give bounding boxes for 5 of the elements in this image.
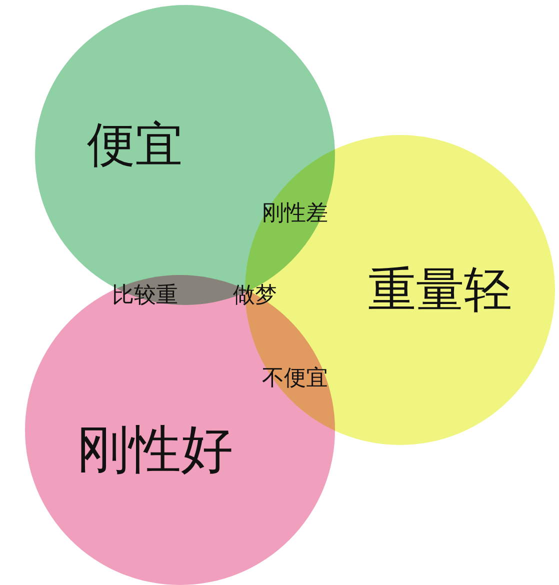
- region-title: 便宜: [87, 116, 183, 175]
- overlap-label: 做梦: [233, 282, 277, 310]
- region-title: 重量轻: [368, 261, 512, 320]
- region-title: 刚性好: [77, 419, 233, 482]
- overlap-label: 不便宜: [262, 365, 328, 393]
